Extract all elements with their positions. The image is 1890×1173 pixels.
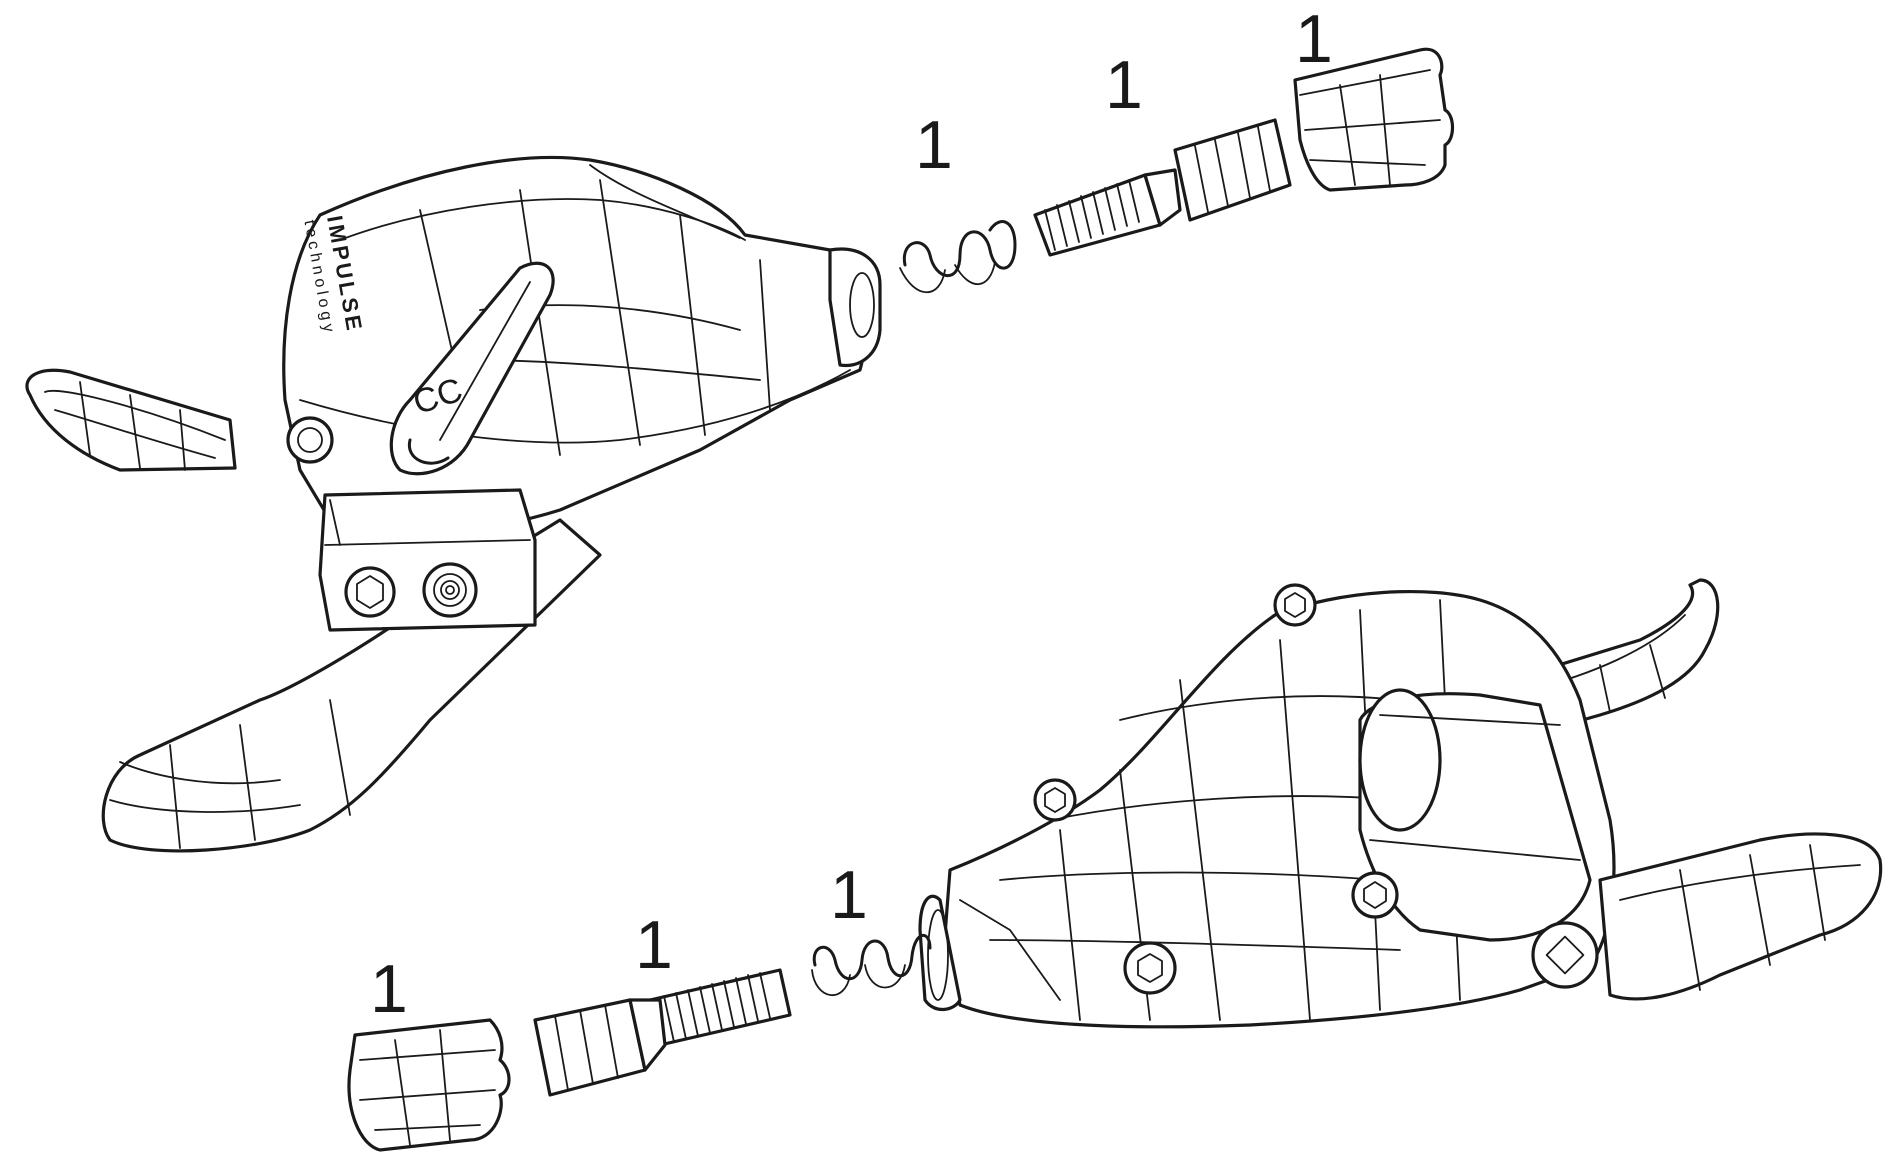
upper-end-knob: [1293, 47, 1455, 192]
lower-bottom-paddle: [1598, 832, 1883, 1001]
callout-top-barrel: 1: [1105, 47, 1143, 123]
clamp-bolt-left: [344, 566, 396, 618]
upper-barrel-adjuster: [1033, 118, 1292, 257]
lower-barrel-adjuster: [533, 968, 792, 1097]
callout-top-spring: 1: [915, 107, 953, 183]
upper-cable-port: [828, 247, 882, 368]
callout-bottom-knob: 1: [370, 951, 408, 1027]
upper-front-lever: [25, 368, 237, 472]
upper-clamp: [318, 488, 537, 632]
upper-spring: [899, 220, 1017, 294]
lower-bolts: [1033, 583, 1599, 995]
clamp-bolt-right: [422, 562, 478, 618]
callout-top-knob: 1: [1295, 1, 1333, 77]
upper-pivot-nub: [286, 416, 334, 464]
upper-shifter: CC IMPULSE technology: [25, 155, 882, 853]
upper-housing: [282, 155, 876, 534]
lower-spring: [811, 934, 932, 996]
callout-bottom-barrel: 1: [635, 907, 673, 983]
lower-end-knob: [347, 1018, 511, 1152]
callout-bottom-spring: 1: [830, 857, 868, 933]
lower-cable-port: [918, 894, 962, 1011]
lower-shifter: [918, 578, 1883, 1029]
